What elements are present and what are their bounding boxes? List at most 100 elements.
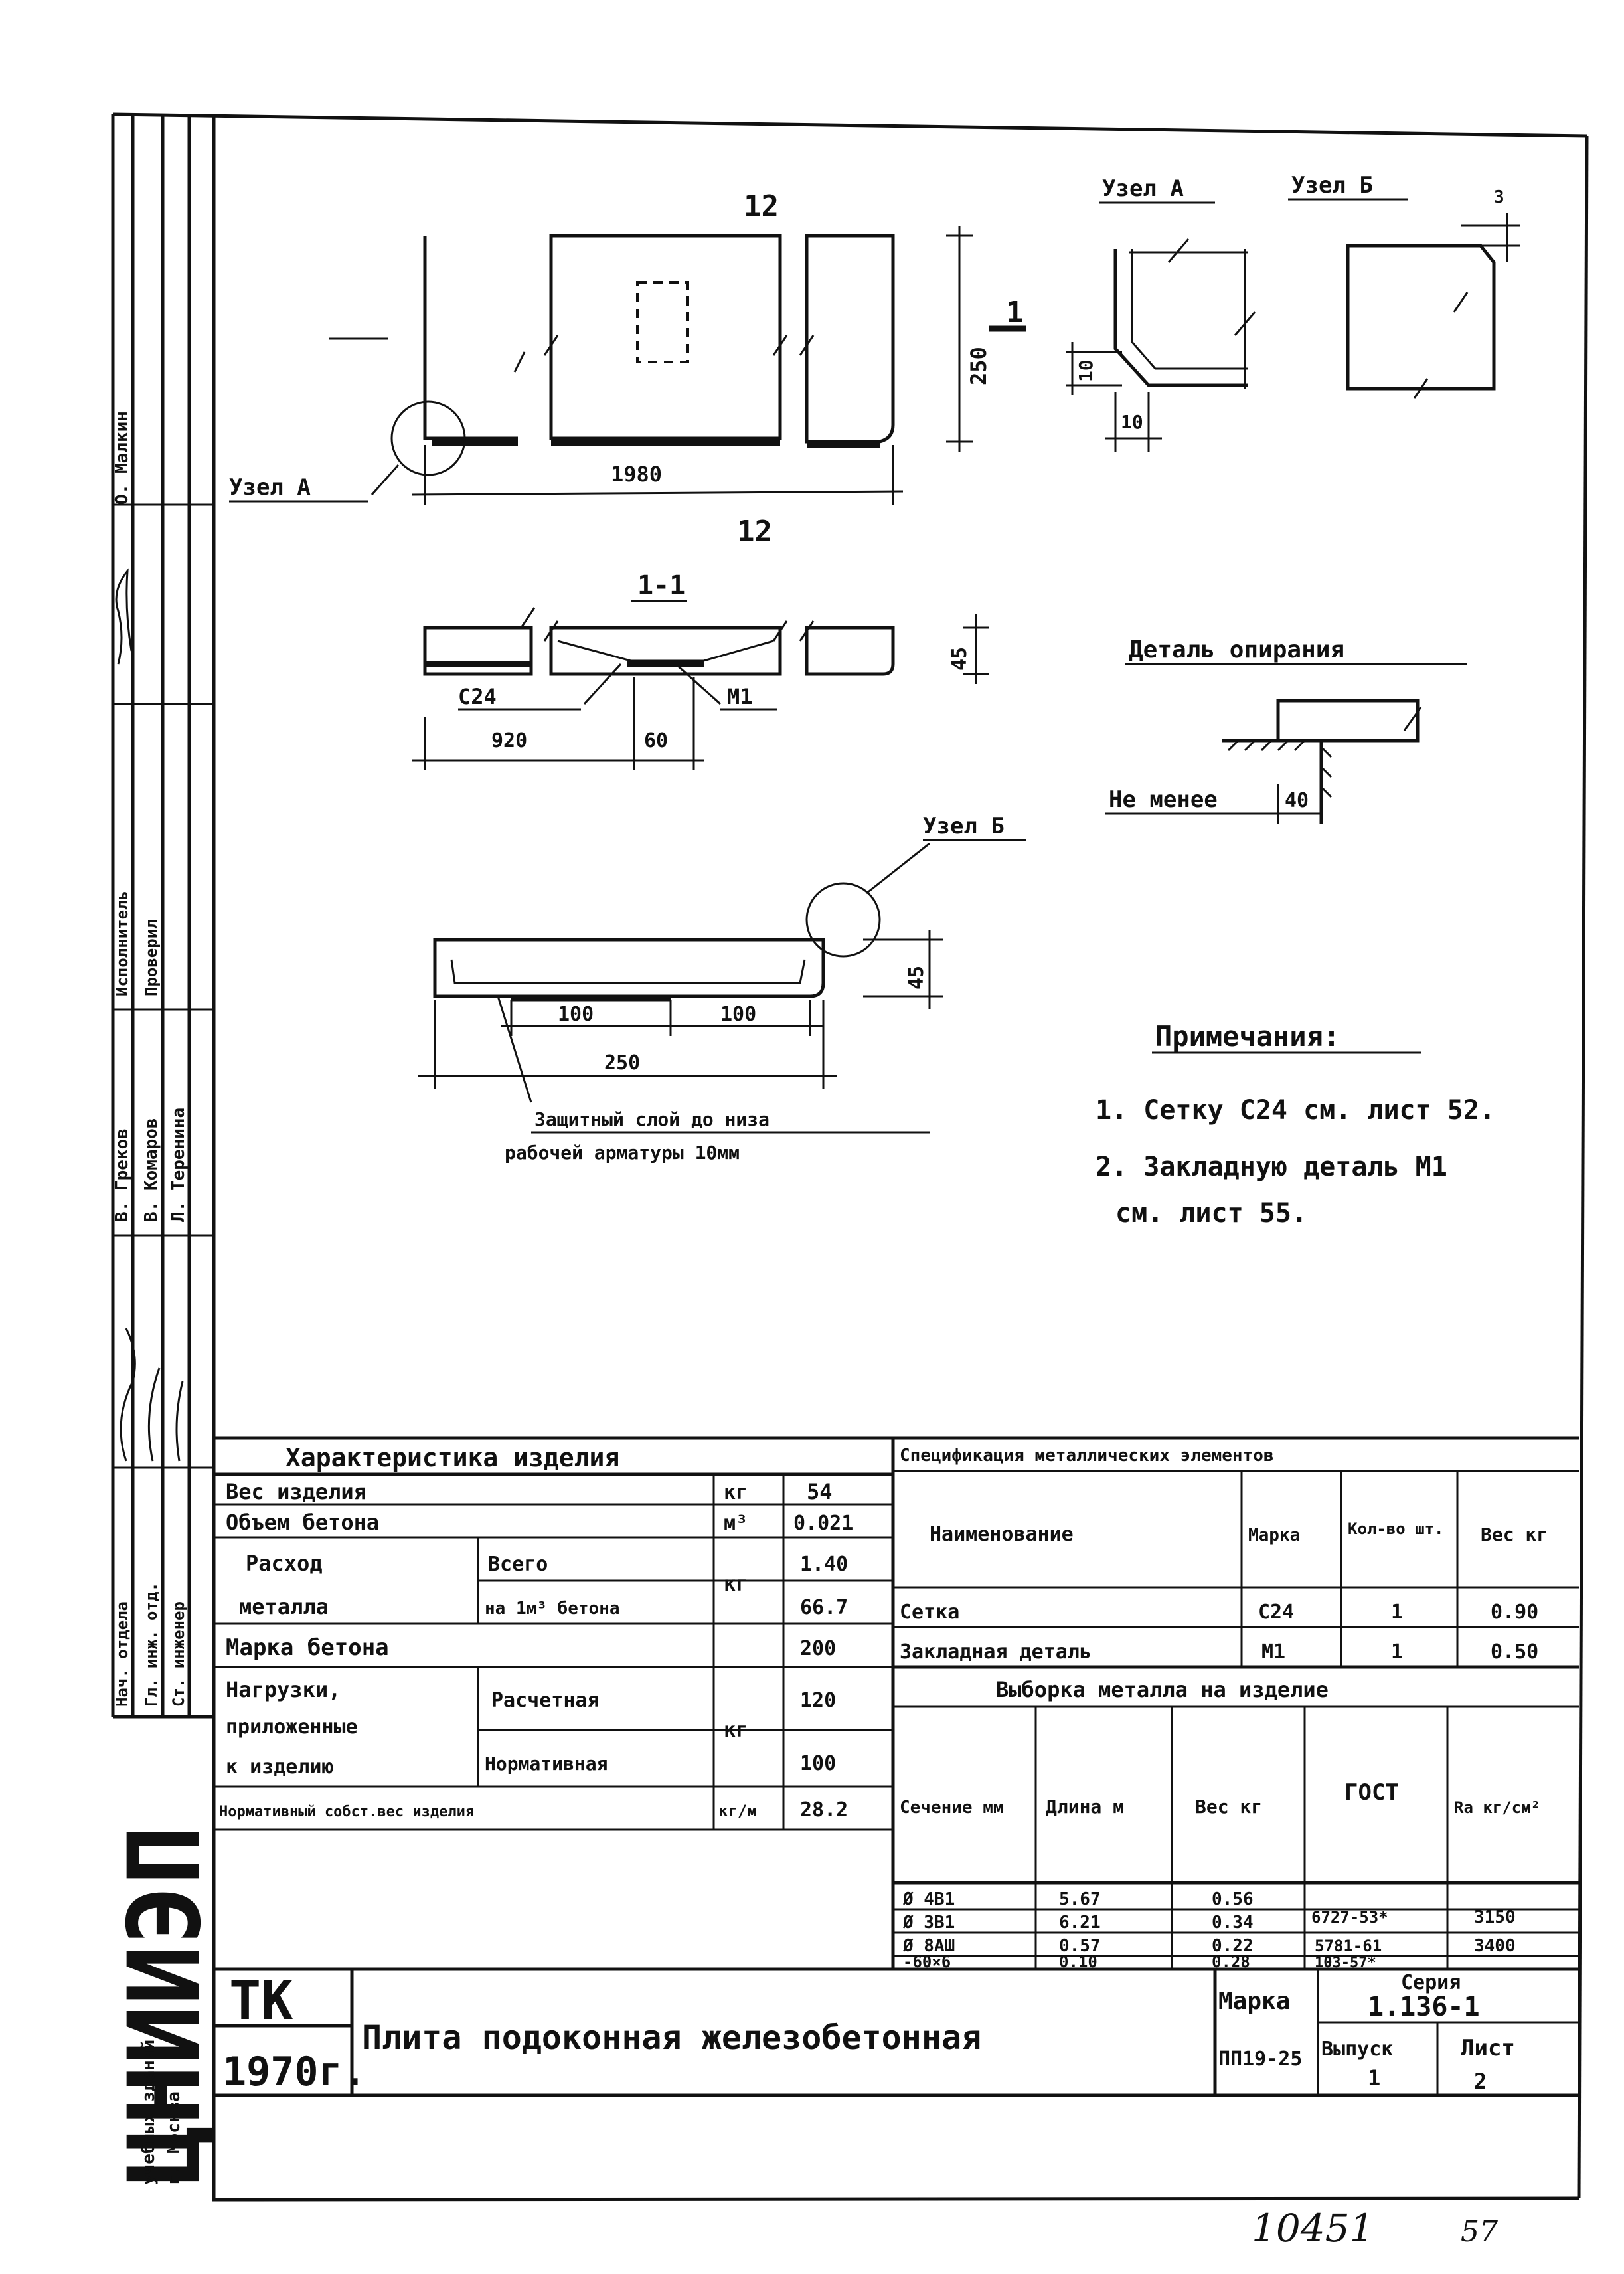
side-stamp: Нач. отдела Гл. инж. отд. Ст. инженер Ис… <box>108 114 223 2185</box>
char-metal-label-1: Расход <box>246 1551 323 1576</box>
org-sub-1: учебных зданий <box>139 2040 159 2185</box>
notes-line3: см. лист 55. <box>1115 1198 1307 1229</box>
side-role-2: Гл. инж. отд. <box>142 1582 161 1707</box>
plan-view: 12 250 1 1980 12 Узел А <box>229 189 1026 549</box>
spec-row-1-mark: С24 <box>1258 1601 1294 1624</box>
tb-issue-value: 1 <box>1368 2065 1380 2091</box>
specification-table: Спецификация металлических элементов Наи… <box>893 1446 1579 1669</box>
side-role-4: Исполнитель <box>113 891 131 996</box>
detail-dim-100a: 100 <box>558 1003 594 1026</box>
spec-row-2-mark: М1 <box>1261 1640 1285 1664</box>
spec-row-1-weight: 0.90 <box>1491 1601 1538 1624</box>
sel-row-1-ra: 3150 <box>1474 1907 1516 1927</box>
spec-row-2-qty: 1 <box>1391 1640 1403 1664</box>
side-name-6: Л. Теренина <box>169 1108 189 1222</box>
char-load-label-3: к изделию <box>226 1755 334 1779</box>
node-a-title: Узел А <box>1102 175 1184 202</box>
char-load-design-label: Расчетная <box>491 1689 600 1712</box>
section-title: 1-1 <box>637 570 685 601</box>
char-weight-label: Вес изделия <box>226 1479 366 1504</box>
tb-year: 1970г. <box>222 2049 366 2095</box>
selection-table: Выборка металла на изделие Сечение мм Дл… <box>893 1677 1579 1971</box>
support-note: Не менее <box>1109 786 1218 813</box>
spec-header-weight: Вес кг <box>1481 1524 1548 1545</box>
tb-product-title: Плита подоконная железобетонная <box>362 2018 981 2057</box>
protective-layer-line2: рабочей арматуры 10мм <box>505 1142 740 1164</box>
characteristics-table: Характеристика изделия Вес изделия кг 54… <box>214 1436 1579 1969</box>
char-volume-unit: м³ <box>724 1512 748 1535</box>
tb-code: ТК <box>229 1970 293 2032</box>
sel-row-3-weight: 0.22 <box>1212 1936 1254 1956</box>
char-volume-value: 0.021 <box>793 1512 853 1535</box>
sel-row-1-length: 5.67 <box>1059 1889 1101 1909</box>
footer: 10451 57 <box>1252 2206 1498 2251</box>
section-height-dim: 45 <box>948 647 971 671</box>
sel-row-1-weight: 0.56 <box>1212 1889 1254 1909</box>
char-metal-per-m3-label: на 1м³ бетона <box>485 1599 620 1618</box>
cross-section-detail: Узел Б 45 100 100 250 Защитный слой до н… <box>418 813 1026 1164</box>
spec-row-2-name: Закладная деталь <box>900 1640 1092 1664</box>
notes-title: Примечания: <box>1155 1020 1340 1053</box>
detail-height-dim: 45 <box>905 966 928 990</box>
char-grade-label: Марка бетона <box>226 1634 389 1661</box>
org-sub-2: г. Москва <box>164 2091 184 2185</box>
char-weight-unit: кг <box>724 1481 748 1504</box>
plan-length-dim: 1980 <box>611 462 662 487</box>
support-detail: Деталь опирания Не менее 40 <box>1105 636 1467 824</box>
support-title: Деталь опирания <box>1129 636 1344 663</box>
sel-header-weight: Вес кг <box>1195 1796 1262 1818</box>
plan-section-mark: 1 <box>1006 296 1024 329</box>
sel-header-section: Сечение мм <box>900 1798 1004 1818</box>
support-dim: 40 <box>1285 789 1309 812</box>
sheet-frame <box>112 112 1589 2202</box>
plan-label-top: 12 <box>744 189 779 223</box>
char-self-weight-value: 28.2 <box>800 1798 848 1822</box>
signature-2 <box>120 1328 184 1462</box>
node-b-dim-3: 3 <box>1494 187 1504 207</box>
org-main: ЦНИИЭП <box>108 1825 223 2185</box>
notes-line1: 1. Сетку С24 см. лист 52. <box>1096 1095 1495 1126</box>
sel-header-ra: Rа кг/см² <box>1454 1798 1540 1817</box>
side-role-3: Ст. инженер <box>169 1601 188 1707</box>
char-title: Характеристика изделия <box>285 1443 619 1472</box>
side-role-1: Нач. отдела <box>113 1601 131 1707</box>
sel-row-2-length: 6.21 <box>1059 1913 1101 1933</box>
node-a-callout: Узел А <box>229 474 311 501</box>
char-metal-per-m3-value: 66.7 <box>800 1596 848 1619</box>
char-metal-label-2: металла <box>239 1594 329 1619</box>
sel-row-3-length: 0.57 <box>1059 1936 1101 1956</box>
tb-series-value: 1.136-1 <box>1368 1992 1480 2022</box>
title-block: ТК 1970г. Плита подоконная железобетонна… <box>214 1967 1579 2097</box>
spec-header-mark: Марка <box>1248 1526 1300 1545</box>
embedded-callout: М1 <box>727 684 753 709</box>
char-metal-unit: кг <box>724 1573 748 1596</box>
char-self-weight-unit: кг/м <box>718 1802 757 1820</box>
sel-header-length: Длина м <box>1046 1796 1124 1818</box>
sel-row-2-section: Ø 3В1 <box>902 1913 955 1933</box>
char-weight-value: 54 <box>807 1479 833 1504</box>
sel-title: Выборка металла на изделие <box>996 1677 1329 1702</box>
spec-row-2-weight: 0.50 <box>1491 1640 1538 1664</box>
tb-mark-value: ПП19-25 <box>1218 2048 1302 2071</box>
sel-row-3-gost: 5781-61 <box>1315 1937 1382 1955</box>
node-a-dim-10v: 10 <box>1075 359 1097 382</box>
plan-width-dim: 250 <box>966 347 991 385</box>
spec-header-qty: Кол-во шт. <box>1348 1520 1444 1538</box>
node-a-dim-10h: 10 <box>1121 411 1143 433</box>
side-name-1: О. Малкин <box>112 411 132 505</box>
side-name-4: В. Греков <box>112 1128 132 1222</box>
node-b-detail: Узел Б 3 <box>1288 172 1520 399</box>
char-load-design-value: 120 <box>800 1689 836 1712</box>
spec-title: Спецификация металлических элементов <box>900 1446 1274 1466</box>
page-mark: 57 <box>1461 2215 1498 2249</box>
section-dim-60: 60 <box>644 729 668 752</box>
section-dim-920: 920 <box>491 729 527 752</box>
char-volume-label: Объем бетона <box>226 1510 379 1535</box>
tb-series-label: Серия <box>1401 1971 1461 1994</box>
node-a-detail: Узел А 10 10 <box>1066 175 1256 452</box>
spec-header-name: Наименование <box>930 1523 1074 1546</box>
protective-layer-line1: Защитный слой до низа <box>534 1108 770 1130</box>
node-b-title: Узел Б <box>1291 172 1373 199</box>
char-grade-value: 200 <box>800 1637 836 1660</box>
tb-mark-label: Марка <box>1218 1988 1290 2015</box>
